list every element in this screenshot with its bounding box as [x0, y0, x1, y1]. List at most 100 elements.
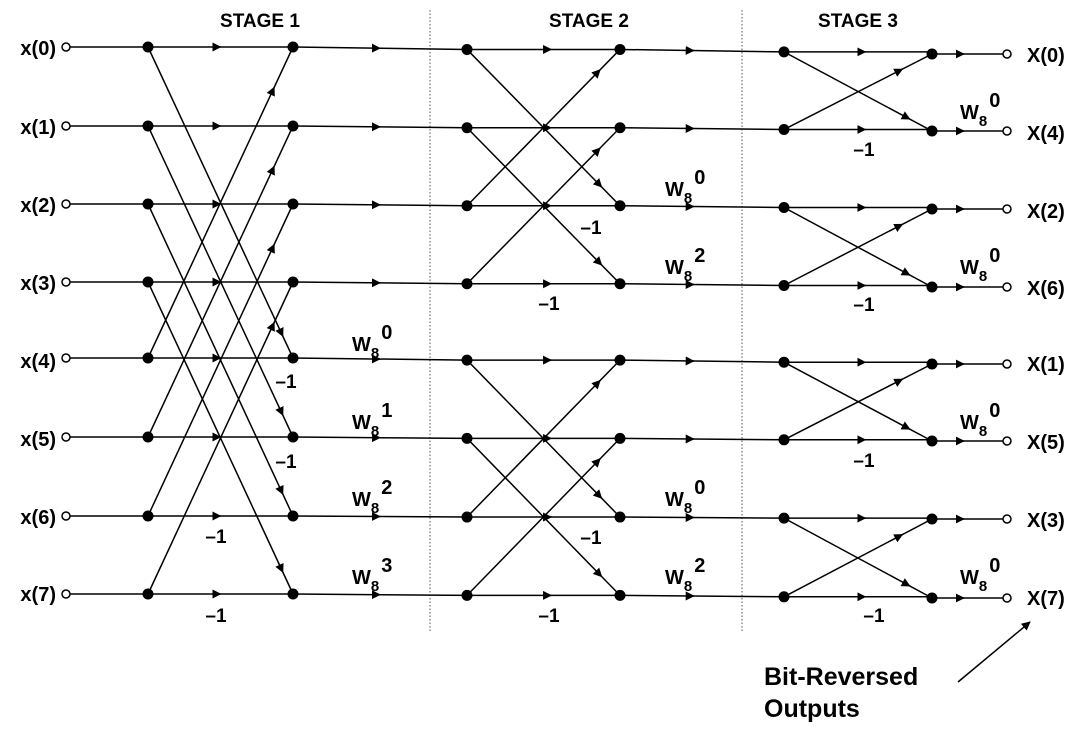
- twiddle-factor: W80: [665, 477, 705, 517]
- junction-node: [926, 125, 938, 137]
- twiddle-factor: W83: [352, 555, 392, 595]
- arrowhead: [591, 379, 601, 390]
- junction-node: [926, 281, 938, 293]
- cross-branch: [783, 363, 933, 441]
- arrowhead: [275, 562, 284, 573]
- junction-node: [461, 278, 473, 290]
- input-label: x(3): [20, 273, 56, 295]
- input-label: x(1): [20, 117, 56, 139]
- caption-line-1: Bit-Reversed: [764, 663, 918, 691]
- io-terminal: [1002, 204, 1012, 214]
- junction-node: [287, 120, 299, 132]
- junction-node: [142, 198, 154, 210]
- inter-stage-wire: [619, 359, 785, 363]
- io-terminal: [61, 353, 71, 363]
- arrowhead: [893, 68, 904, 77]
- junction-node: [287, 431, 299, 443]
- output-label: X(5): [1027, 432, 1065, 454]
- cross-branch: [147, 46, 294, 359]
- minus-one-label: –1: [205, 606, 227, 627]
- minus-one-label: –1: [538, 606, 560, 627]
- junction-node: [778, 124, 790, 135]
- arrowhead: [591, 147, 601, 157]
- io-terminal: [1002, 359, 1012, 369]
- stage-2-label: STAGE 2: [549, 11, 629, 32]
- io-terminal: [61, 432, 71, 442]
- minus-one-label: –1: [275, 372, 297, 393]
- junction-node: [461, 511, 473, 523]
- arrowhead: [592, 178, 603, 188]
- twiddle-factor: W82: [352, 477, 392, 517]
- io-terminal: [61, 277, 71, 287]
- io-terminal: [61, 511, 71, 521]
- io-terminal: [1002, 514, 1012, 524]
- junction-node: [461, 43, 473, 55]
- arrowhead: [591, 69, 601, 79]
- junction-node: [142, 41, 154, 53]
- arrowhead: [893, 533, 904, 543]
- arrowhead: [900, 111, 911, 120]
- arrowhead: [900, 578, 911, 587]
- arrowhead: [900, 421, 911, 430]
- cross-branch: [783, 208, 933, 287]
- cross-branch: [783, 53, 933, 131]
- junction-node: [614, 589, 626, 601]
- arrowhead: [893, 378, 904, 387]
- junction-node: [926, 48, 938, 60]
- minus-one-label: –1: [853, 295, 875, 316]
- io-terminal: [1002, 282, 1012, 292]
- junction-node: [778, 512, 790, 524]
- cross-branch: [147, 281, 294, 595]
- input-label: x(5): [20, 429, 56, 451]
- twiddle-factor: W80: [960, 90, 1000, 130]
- junction-node: [926, 203, 938, 215]
- twiddle-factor: W82: [665, 555, 705, 595]
- input-label: x(0): [20, 38, 56, 60]
- minus-one-label: –1: [580, 218, 602, 239]
- junction-node: [287, 510, 299, 522]
- minus-one-label: –1: [538, 294, 560, 315]
- junction-node: [778, 46, 790, 58]
- output-label: X(1): [1027, 354, 1065, 376]
- input-label: x(4): [20, 351, 56, 373]
- inter-stage-wire: [619, 516, 785, 519]
- arrowhead: [266, 165, 275, 176]
- output-label: X(4): [1027, 123, 1065, 145]
- input-label: x(7): [20, 584, 56, 606]
- signal-links: [70, 42, 1003, 603]
- minus-one-label: –1: [853, 451, 875, 472]
- junction-node: [926, 513, 938, 525]
- output-label: X(0): [1027, 45, 1065, 67]
- io-terminal: [1002, 49, 1012, 59]
- minus-one-label: –1: [863, 606, 885, 627]
- inter-stage-wire: [619, 283, 785, 287]
- arrowhead: [900, 267, 911, 276]
- output-label: X(2): [1027, 201, 1065, 223]
- output-label: X(3): [1027, 510, 1065, 532]
- junction-node: [778, 356, 790, 368]
- arrowhead: [266, 86, 275, 97]
- junction-node: [778, 202, 790, 213]
- junction-node: [287, 41, 299, 53]
- arrowhead: [275, 326, 284, 338]
- junction-node: [614, 278, 626, 290]
- arrowhead: [893, 223, 904, 233]
- output-label: X(7): [1027, 588, 1065, 610]
- junction-node: [926, 592, 938, 604]
- inter-stage-wire: [619, 437, 785, 441]
- junction-node: [461, 589, 473, 601]
- twiddle-factor: W82: [665, 245, 705, 285]
- junction-node: [142, 588, 154, 600]
- twiddle-factor: W81: [352, 400, 392, 440]
- inter-stage-wire: [619, 205, 785, 209]
- inter-stage-wire: [619, 48, 785, 53]
- junction-node: [287, 276, 299, 288]
- twiddle-factor: W80: [665, 167, 705, 207]
- junction-node: [461, 354, 473, 366]
- io-terminal: [1002, 126, 1012, 136]
- stage-3-label: STAGE 3: [818, 11, 898, 32]
- input-label: x(2): [20, 195, 56, 217]
- twiddle-factor: W80: [960, 245, 1000, 285]
- caption-line-2: Outputs: [764, 695, 860, 723]
